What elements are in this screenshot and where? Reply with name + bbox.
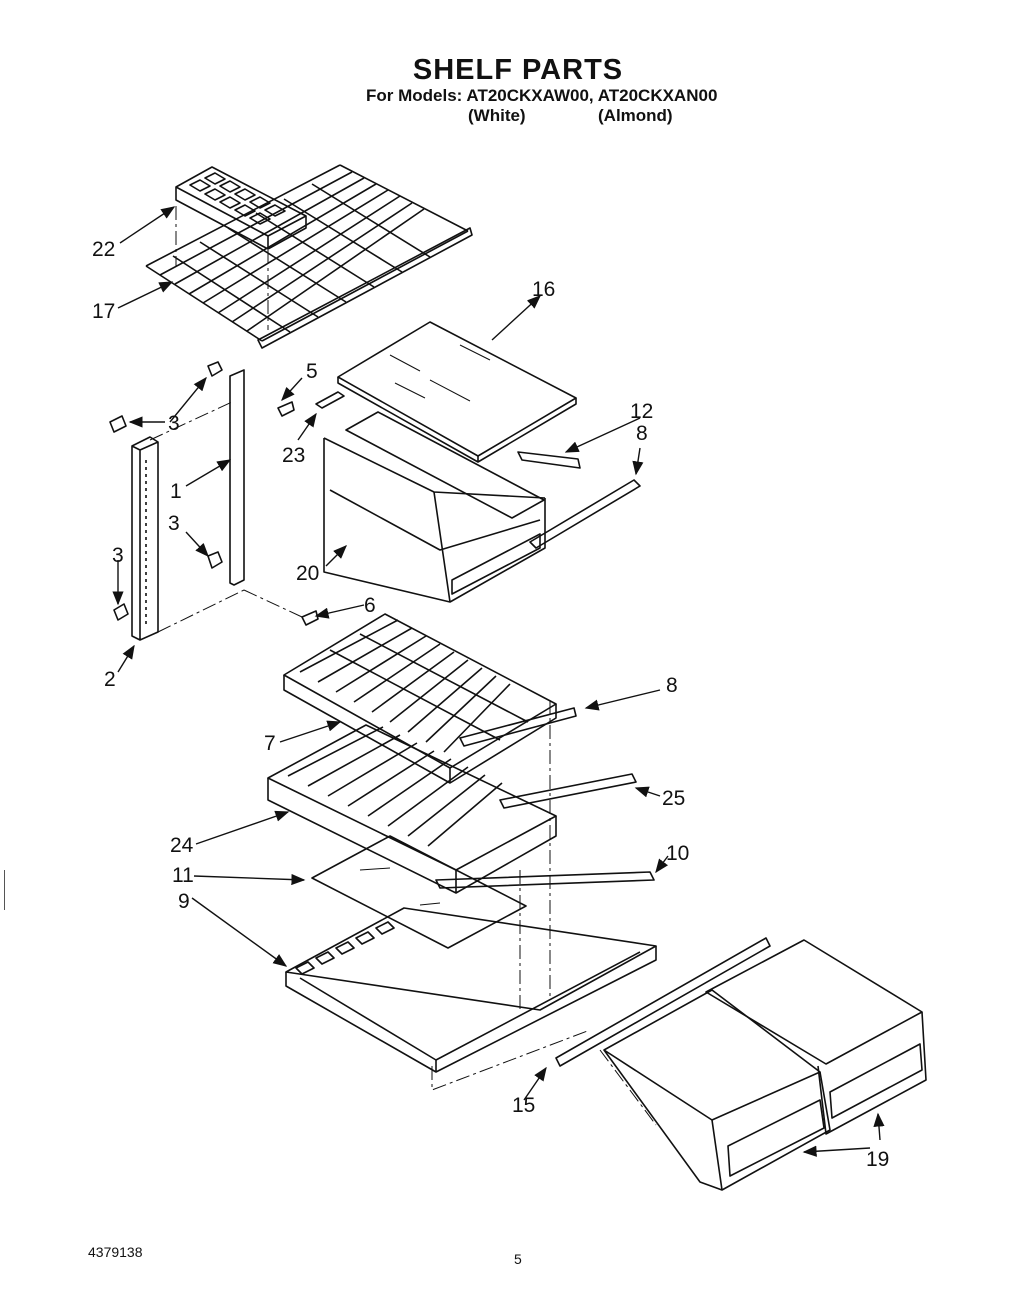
- part-number: 4379138: [88, 1244, 143, 1260]
- rail-part-10: [435, 871, 655, 889]
- rail-part-25: [499, 773, 637, 809]
- shelf-rail-part: [459, 707, 577, 747]
- left-shelf-ladder-part: [131, 436, 159, 641]
- freezer-wire-shelf-part: [145, 164, 473, 349]
- drawer-slide-rail-part: [529, 479, 641, 549]
- callout-23: 23: [282, 444, 305, 467]
- crisper-rails-part: [315, 391, 581, 469]
- divider-rail-part: [555, 937, 771, 1067]
- callout-3-low: 3: [112, 544, 124, 567]
- crisper-cover-frame-part: [285, 907, 657, 1073]
- scan-edge-mark: [4, 870, 5, 910]
- callout-12: 12: [630, 400, 653, 423]
- meat-drawer-part: [323, 411, 546, 603]
- callout-9: 9: [178, 890, 190, 913]
- callout-19: 19: [866, 1148, 889, 1171]
- callout-25: 25: [662, 787, 685, 810]
- color-almond-label: (Almond): [598, 106, 673, 125]
- crisper-drawers-part: [603, 939, 927, 1191]
- page-number: 5: [514, 1251, 522, 1267]
- callout-5: 5: [306, 360, 318, 383]
- crisper-cover-glass-part: [311, 835, 527, 949]
- callout-16: 16: [532, 278, 555, 301]
- callout-22: 22: [92, 238, 115, 261]
- callout-1: 1: [170, 480, 182, 503]
- right-shelf-ladder-part: [229, 369, 245, 586]
- page-title: SHELF PARTS: [412, 54, 624, 86]
- color-white-label: (White): [468, 106, 526, 125]
- glass-shelf-part: [337, 321, 577, 463]
- leader-lines: [112, 206, 885, 1157]
- callout-3-mid: 3: [168, 512, 180, 535]
- callout-17: 17: [92, 300, 115, 323]
- callout-10: 10: [666, 842, 689, 865]
- models-line: For Models: AT20CKXAW00, AT20CKXAN00: [366, 86, 718, 105]
- callout-8-lower: 8: [666, 674, 678, 697]
- callout-15: 15: [512, 1094, 535, 1117]
- screws-part: [277, 401, 319, 626]
- callout-11: 11: [172, 864, 194, 887]
- assembly-dash-lines: [149, 206, 657, 1126]
- callout-8-upper: 8: [636, 422, 648, 445]
- callout-20: 20: [296, 562, 319, 585]
- ladder-end-caps-part: [109, 361, 223, 621]
- callout-3-top: 3: [168, 412, 180, 435]
- callout-labels: 22 17 16 5 3 23 12 8 1 3 3 20 6 2 8 7 25…: [92, 238, 889, 1171]
- callout-6: 6: [364, 594, 376, 617]
- callout-24: 24: [170, 834, 194, 857]
- callout-7: 7: [264, 732, 276, 755]
- cantilever-shelf-part: [267, 724, 557, 894]
- callout-2: 2: [104, 668, 116, 691]
